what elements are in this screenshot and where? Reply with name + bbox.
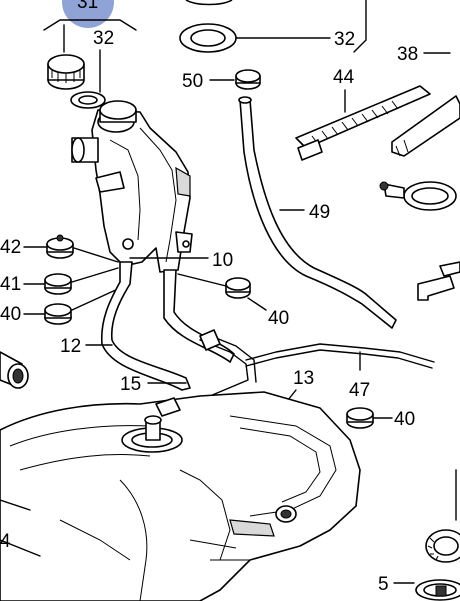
- label-49: 49: [309, 202, 330, 223]
- seal-ring-5: [415, 579, 460, 601]
- hose-clamp-50: [235, 69, 261, 90]
- strap-38: [391, 95, 460, 157]
- label-13: 13: [293, 368, 314, 389]
- hose-clamp-41: [44, 273, 72, 295]
- callout-31-highlight[interactable]: [62, 0, 114, 28]
- label-44: 44: [333, 67, 355, 88]
- hose-clamp-42: [46, 234, 74, 259]
- locking-ring: [425, 529, 460, 563]
- leader-40-center: [247, 297, 267, 311]
- label-40-center: 40: [268, 308, 289, 329]
- bracket-32-top: [353, 0, 367, 53]
- callout-31-group[interactable]: 31: [43, 0, 137, 53]
- filler-neck-assembly: [71, 100, 193, 273]
- label-32-top: 32: [334, 29, 355, 50]
- fuel-tank: [0, 391, 361, 601]
- vent-hose-49: [239, 99, 397, 329]
- hose-clamp-40-right: [346, 407, 374, 429]
- hose-clamp-right: [379, 181, 457, 211]
- label-40-left: 40: [0, 304, 21, 325]
- cable-tie-44: [295, 85, 431, 161]
- label-32-left: 32: [93, 28, 114, 49]
- hose-clamp-40-left: [44, 303, 72, 325]
- hose-clamp-40-center: [225, 277, 251, 299]
- label-10: 10: [212, 250, 233, 271]
- callout-31-bracket: [43, 19, 137, 31]
- mount-bracket-right: [417, 261, 460, 301]
- hose-end-left: [0, 351, 29, 389]
- gasket-32-top: [179, 0, 237, 53]
- label-5: 5: [378, 574, 389, 595]
- label-47: 47: [349, 380, 370, 401]
- label-31: 31: [77, 0, 98, 13]
- label-4: 4: [0, 531, 11, 552]
- label-12: 12: [60, 336, 81, 357]
- label-42: 42: [0, 237, 21, 258]
- label-41: 41: [0, 274, 21, 295]
- label-38: 38: [397, 44, 418, 65]
- label-50: 50: [182, 71, 203, 92]
- label-15: 15: [120, 374, 141, 395]
- fuel-filler-cap: [47, 54, 85, 90]
- gasket-32-left: [70, 91, 106, 109]
- label-40-right: 40: [394, 409, 415, 430]
